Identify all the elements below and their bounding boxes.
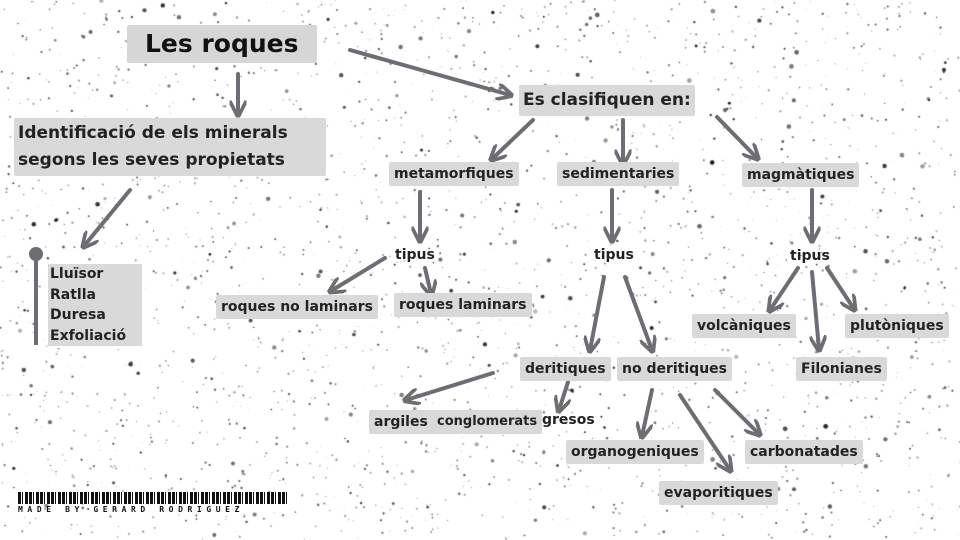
arrow-noderitiques-to-organogeniques bbox=[642, 388, 654, 436]
property-list: Lluïsor Ratlla Duresa Exfoliació bbox=[48, 264, 142, 346]
no-laminars-node: roques no laminars bbox=[216, 295, 378, 319]
property-item: Lluïsor bbox=[50, 266, 104, 282]
classify-node: Es clasifiquen en: bbox=[519, 85, 695, 116]
property-bar bbox=[34, 253, 38, 345]
evaporitiques-node: evaporitiques bbox=[659, 481, 778, 505]
arrow-tipus-to-volcaniques bbox=[770, 266, 800, 310]
arrow-noderitiques-to-evaporitiques bbox=[678, 393, 730, 470]
arrow-tipus-to-filonianes bbox=[812, 270, 819, 349]
property-item: Duresa bbox=[50, 307, 106, 323]
filonianes-node: Filonianes bbox=[796, 357, 887, 381]
carbonatades-node: carbonatades bbox=[745, 440, 863, 464]
volcaniques-node: volcàniques bbox=[692, 314, 796, 338]
credit-barcode: MADE BY GERARD RODRIGUEZ bbox=[18, 492, 290, 516]
arrow-tipus-to-plutoniques bbox=[825, 266, 854, 309]
no-deritiques-node: no deritiques bbox=[617, 357, 732, 381]
arrow-tipus-to-laminars bbox=[425, 266, 431, 294]
title-node: Les roques bbox=[127, 25, 317, 63]
credit-text: MADE BY GERARD RODRIGUEZ bbox=[18, 505, 244, 514]
magmatic-node: magmàtiques bbox=[742, 163, 860, 187]
arrow-noderitiques-to-carbonatades bbox=[713, 388, 759, 434]
magmatic-tipus-label: tipus bbox=[790, 248, 830, 264]
arrow-tipus-to-deritiques bbox=[590, 275, 606, 350]
property-item: Exfoliació bbox=[50, 327, 127, 344]
plutoniques-node: plutòniques bbox=[845, 314, 949, 338]
sedimentary-tipus-label: tipus bbox=[594, 247, 634, 263]
metamorphic-tipus-label: tipus bbox=[395, 247, 435, 263]
deritiques-node: deritiques bbox=[520, 357, 611, 381]
arrow-title-to-classify bbox=[348, 48, 510, 95]
arrow-classify-to-metamorphic bbox=[492, 118, 535, 159]
organogeniques-node: organogeniques bbox=[566, 440, 704, 464]
identify-node: Identificació de els minerals segons les… bbox=[14, 118, 326, 176]
arrow-tipus-to-no-deritiques bbox=[623, 275, 652, 350]
laminars-node: roques laminars bbox=[394, 293, 532, 317]
arrow-deritiques-to-gresos bbox=[559, 380, 568, 410]
property-bullet-dot bbox=[29, 247, 43, 261]
argiles-node: argiles bbox=[369, 410, 433, 434]
conglomerats-node: conglomerats bbox=[432, 410, 543, 434]
property-item: Ratlla bbox=[50, 286, 96, 303]
arrow-identify-to-properties bbox=[84, 188, 132, 246]
gresos-node: gresos bbox=[542, 412, 595, 428]
arrow-classify-to-magmatic bbox=[715, 115, 757, 158]
barcode-bars bbox=[18, 492, 288, 504]
sedimentary-node: sedimentaries bbox=[557, 162, 680, 186]
metamorphic-node: metamorfiques bbox=[389, 162, 519, 186]
arrow-deritiques-to-argiles bbox=[406, 371, 495, 400]
arrow-tipus-to-no-laminars bbox=[331, 256, 387, 291]
